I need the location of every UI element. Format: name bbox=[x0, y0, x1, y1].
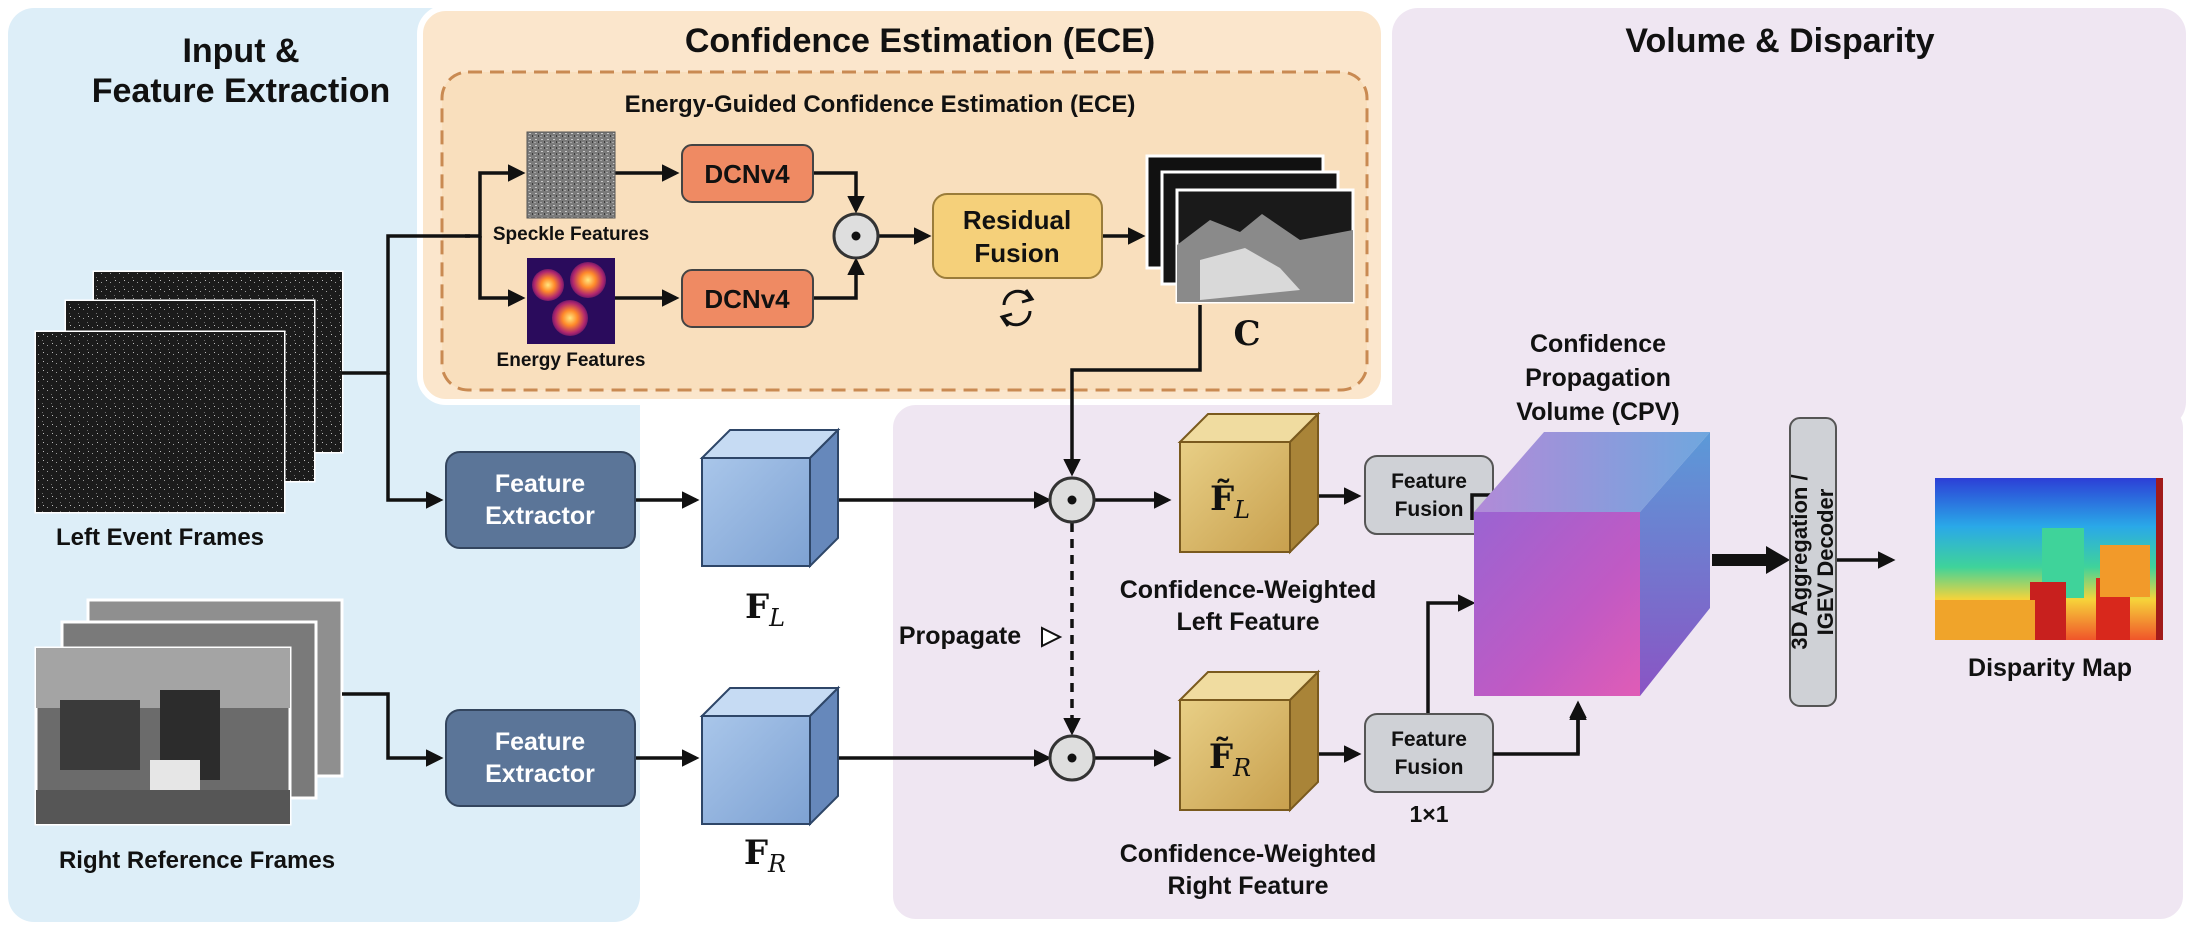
feature-cube-fl bbox=[699, 427, 841, 569]
conn-to-bottom-extractor bbox=[342, 692, 444, 767]
weighted-right-label-1: Confidence-Weighted bbox=[1120, 840, 1376, 868]
speckle-label: Speckle Features bbox=[493, 224, 649, 245]
refresh-icon bbox=[999, 289, 1035, 327]
decoder-label-2: IGEV Decoder bbox=[1813, 488, 1838, 635]
confidence-title: Confidence Estimation (ECE) bbox=[685, 22, 1155, 60]
extractor-bottom-label-2: Extractor bbox=[485, 760, 595, 788]
fusion-top-label-2: Fusion bbox=[1395, 498, 1464, 521]
cpv-label-2: Propagation bbox=[1525, 364, 1671, 392]
cpv-volume bbox=[1474, 432, 1710, 696]
propagate-triangle-icon bbox=[1041, 626, 1063, 648]
fusion-bottom-label-1: Feature bbox=[1391, 728, 1467, 751]
conn-to-energy bbox=[478, 236, 526, 307]
energy-label: Energy Features bbox=[497, 350, 646, 371]
conn-to-speckle bbox=[465, 164, 526, 238]
confidence-symbol: C bbox=[1233, 314, 1260, 354]
extractor-top-label-2: Extractor bbox=[485, 502, 595, 530]
extractor-top-label-1: Feature bbox=[495, 470, 585, 498]
decoder-label-1: 3D Aggregation / bbox=[1787, 474, 1812, 649]
disparity-map-label: Disparity Map bbox=[1968, 654, 2132, 682]
volume-title: Volume & Disparity bbox=[1625, 22, 1934, 60]
weighted-cube-right bbox=[1177, 669, 1321, 813]
dcn-top-box bbox=[681, 144, 814, 203]
residual-label-1: Residual bbox=[963, 205, 1071, 235]
dcn-top-label: DCNv4 bbox=[704, 159, 790, 189]
extractor-bottom-label-1: Feature bbox=[495, 728, 585, 756]
weighted-left-label-1: Confidence-Weighted bbox=[1120, 576, 1376, 604]
fusion-bottom-label-2: Fusion bbox=[1395, 756, 1464, 779]
dcn-bottom-box bbox=[681, 269, 814, 328]
weighted-left-label-2: Left Feature bbox=[1176, 608, 1319, 636]
propagate-label: Propagate bbox=[899, 622, 1021, 650]
speckle-image bbox=[526, 131, 616, 219]
left-frames-label: Left Event Frames bbox=[56, 524, 264, 551]
feature-cube-fr bbox=[699, 685, 841, 827]
fusion-kernel-label: 1×1 bbox=[1409, 801, 1448, 827]
fusion-top-label-1: Feature bbox=[1391, 470, 1467, 493]
wl-label: F̃L bbox=[1210, 479, 1250, 524]
left-event-frames bbox=[34, 270, 344, 514]
decoder-box bbox=[1789, 417, 1837, 707]
input-title-line2: Feature Extraction bbox=[92, 72, 391, 110]
feature-extractor-bottom bbox=[445, 709, 636, 807]
residual-label-2: Fusion bbox=[974, 238, 1059, 268]
conn-left-to-ece bbox=[342, 234, 470, 375]
right-frames-label: Right Reference Frames bbox=[59, 847, 335, 874]
cpv-label-3: Volume (CPV) bbox=[1516, 398, 1679, 426]
weighted-right-label-2: Right Feature bbox=[1167, 872, 1328, 900]
weighted-cube-left bbox=[1177, 411, 1321, 555]
conn-c-to-dot bbox=[1063, 305, 1202, 477]
fr-label: FR bbox=[744, 833, 786, 878]
residual-fusion-box bbox=[932, 193, 1103, 279]
cpv-label-1: Confidence bbox=[1530, 330, 1666, 358]
confidence-maps bbox=[1145, 154, 1355, 304]
wr-label: F̃R bbox=[1209, 737, 1251, 782]
conn-dcn-top-dot bbox=[813, 171, 865, 214]
input-title-line1: Input & bbox=[182, 32, 299, 70]
disparity-map-image bbox=[1935, 478, 2163, 640]
conn-to-top-extractor bbox=[386, 373, 444, 509]
panel-volume-upper bbox=[1392, 8, 2186, 428]
right-reference-frames bbox=[34, 598, 344, 826]
dcn-bottom-label: DCNv4 bbox=[704, 284, 790, 314]
ece-title: Energy-Guided Confidence Estimation (ECE… bbox=[625, 91, 1136, 118]
conn-dcn-bottom-dot bbox=[813, 257, 865, 300]
fl-label: FL bbox=[745, 587, 785, 632]
ece-box bbox=[440, 70, 1369, 392]
conn-fusion-bottom-cpv bbox=[1426, 594, 1476, 728]
feature-extractor-top bbox=[445, 451, 636, 549]
feature-fusion-bottom bbox=[1364, 713, 1494, 793]
